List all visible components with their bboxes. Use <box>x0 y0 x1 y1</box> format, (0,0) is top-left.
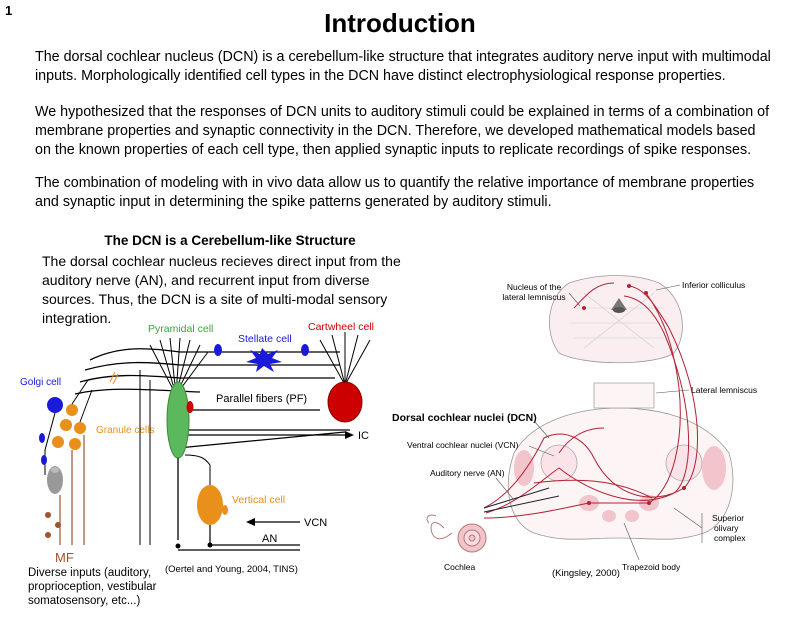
stellate-cell <box>246 348 282 372</box>
dcn-label: Dorsal cochlear nuclei (DCN) <box>392 412 537 424</box>
trapezoid-label: Trapezoid body <box>622 562 681 572</box>
granule-cells-label: Granule cells <box>96 425 154 436</box>
golgi-cell <box>47 397 63 413</box>
left-citation: (Oertel and Young, 2004, TINS) <box>165 564 298 575</box>
inferior-colliculus-label: Inferior colliculus <box>682 280 745 290</box>
pyramidal-cell <box>166 381 190 459</box>
granule-cells <box>52 404 86 450</box>
parallel-fibers-label: Parallel fibers (PF) <box>216 393 307 405</box>
vcn-label: VCN <box>304 517 327 529</box>
cartwheel-cell <box>327 381 363 423</box>
mossy-fibers <box>59 435 85 545</box>
section-text: The dorsal cochlear nucleus recieves dir… <box>42 253 401 326</box>
page-title: Introduction <box>324 8 476 38</box>
pyramidal-cell-label: Pyramidal cell <box>148 323 213 335</box>
slide-number: 1 <box>5 3 13 18</box>
stellate-cell-label: Stellate cell <box>238 333 292 345</box>
cochlea <box>426 514 487 553</box>
arrow-to-ic <box>345 431 354 439</box>
intro-paragraph-2: We hypothesized that the responses of DC… <box>35 104 770 158</box>
vcn-pathway-label: Ventral cochlear nuclei (VCN) <box>407 440 519 450</box>
cochlea-label: Cochlea <box>444 562 475 572</box>
brainstem <box>507 407 734 540</box>
dcn-circuit-diagram: IC Pyramidal cell Stellate cell Cartwhee… <box>20 321 374 575</box>
golgi-cell-label: Golgi cell <box>20 377 61 388</box>
section-heading: The DCN is a Cerebellum-like Structure <box>104 233 356 248</box>
intro-paragraph-1: The dorsal cochlear nucleus (DCN) is a c… <box>35 49 771 84</box>
ic-label: IC <box>358 430 369 442</box>
intro-paragraph-3: The combination of modeling with in vivo… <box>35 175 755 210</box>
an-label: AN <box>262 533 277 545</box>
diverse-inputs-label: Diverse inputs (auditory, proprioception… <box>28 567 157 607</box>
cartwheel-cell-label: Cartwheel cell <box>308 321 374 333</box>
cartwheel-dendrites <box>319 332 371 386</box>
auditory-nerve-label: Auditory nerve (AN) <box>430 468 505 478</box>
lateral-lemniscus-label: Lateral lemniscus <box>691 385 757 395</box>
auditory-pathway-lines <box>483 282 699 519</box>
vertical-cell-label: Vertical cell <box>232 494 285 506</box>
right-citation: (Kingsley, 2000) <box>552 568 620 579</box>
parallel-fiber-lines <box>74 348 350 431</box>
vertical-cell <box>197 485 223 525</box>
mf-label: MF <box>55 550 74 565</box>
